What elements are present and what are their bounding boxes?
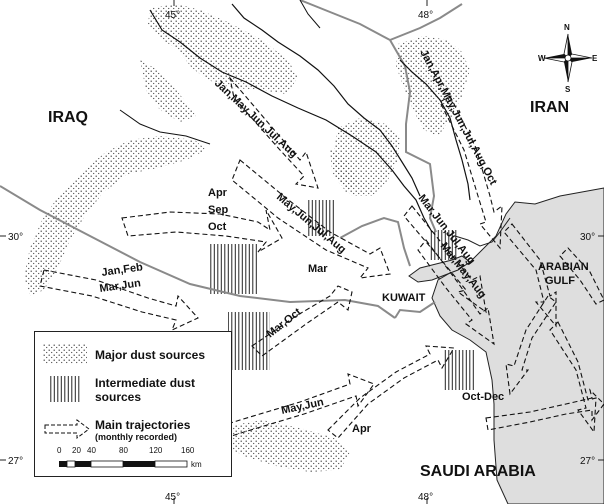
legend-major-label: Major dust sources xyxy=(95,348,206,362)
scale-unit: km xyxy=(191,460,202,469)
legend-trajectory-label: Main trajectories (monthly recorded) xyxy=(95,418,190,442)
arrow-mar-oct xyxy=(251,285,353,357)
arabian-gulf-sea xyxy=(431,187,604,504)
border-kuwait xyxy=(339,216,436,319)
dust-source-northwest xyxy=(140,60,196,122)
border-iraq-saudi xyxy=(0,185,396,319)
traj-label-12: Apr xyxy=(352,423,372,435)
coord-top-left: 45° xyxy=(165,10,180,21)
trajectory-arrows xyxy=(39,76,604,449)
arrow-may-aug-2 xyxy=(417,239,495,346)
traj-label-5b: Mar,Jun xyxy=(99,277,142,295)
dust-source-east xyxy=(396,36,470,136)
coord-top-right: 48° xyxy=(418,10,433,21)
river-tigris xyxy=(231,3,421,197)
legend-intermediate-line2: sources xyxy=(95,390,142,404)
scale-tick-80: 80 xyxy=(119,446,128,455)
arrow-apr xyxy=(327,345,455,439)
scale-tick-120: 120 xyxy=(149,446,163,455)
river-tributary xyxy=(119,0,321,145)
coord-right-27: 27° xyxy=(580,456,595,467)
traj-label-4: Mar xyxy=(308,263,328,275)
traj-label-5a: Jan,Feb xyxy=(101,261,144,279)
arrow-jan-feb xyxy=(39,269,199,332)
compass-s: S xyxy=(565,85,571,94)
arrow-gulf-4 xyxy=(559,247,604,305)
scale-tick-0: 0 xyxy=(57,446,62,455)
traj-label-6: Mar,Oct xyxy=(264,306,303,341)
arrow-gulf-2 xyxy=(505,295,557,396)
legend-trajectory-sub: (monthly recorded) xyxy=(95,432,178,442)
border-iran-north xyxy=(389,3,463,41)
traj-label-2c: Oct xyxy=(208,221,227,233)
scale-tick-160: 160 xyxy=(181,446,195,455)
intermediate-source-2 xyxy=(228,312,270,370)
legend-major-swatch xyxy=(43,344,87,364)
compass-e: E xyxy=(592,54,598,63)
label-iraq: IRAQ xyxy=(48,109,88,126)
compass-n: N xyxy=(564,23,570,32)
coast-north xyxy=(454,217,511,247)
legend-intermediate-swatch xyxy=(49,376,81,402)
dust-source-west xyxy=(24,136,206,296)
border-iraq-iran xyxy=(299,0,437,233)
label-saudi-arabia: SAUDI ARABIA xyxy=(420,463,536,480)
arrow-apr-sep-oct xyxy=(121,209,283,253)
traj-label-11: May,Jun xyxy=(280,396,325,417)
coord-left-27: 27° xyxy=(8,456,23,467)
legend: Major dust sources Intermediate dust sou… xyxy=(34,331,232,477)
kuwait-bay xyxy=(408,255,471,283)
arrow-may-jun xyxy=(189,373,375,449)
dust-source-south xyxy=(222,420,350,472)
arrow-north xyxy=(229,76,319,189)
arrow-gulf-1 xyxy=(503,223,557,328)
arrow-gulf-3 xyxy=(549,321,597,434)
dust-source-west-small xyxy=(330,148,360,192)
dust-source-north xyxy=(148,4,298,94)
legend-intermediate-line1: Intermediate dust xyxy=(95,376,196,390)
arrow-may-aug xyxy=(231,159,391,279)
coord-bottom-right: 48° xyxy=(418,492,433,503)
legend-intermediate-label: Intermediate dust sources xyxy=(95,376,195,404)
scale-tick-20: 20 xyxy=(72,446,81,455)
label-kuwait: KUWAIT xyxy=(382,292,426,304)
river-euphrates xyxy=(149,9,433,233)
label-gulf-2: GULF xyxy=(545,275,575,287)
arrow-iran xyxy=(439,95,503,250)
river-karun xyxy=(399,59,471,201)
arrow-mar-jun xyxy=(403,205,487,314)
intermediate-source-5 xyxy=(444,350,474,390)
intermediate-source-1 xyxy=(210,244,258,294)
compass-rose xyxy=(543,33,593,83)
arrow-oct-dec xyxy=(485,388,604,431)
scale-tick-40: 40 xyxy=(87,446,96,455)
scale-bar-graphic xyxy=(59,460,188,468)
compass-w: W xyxy=(538,54,546,63)
coord-bottom-left: 45° xyxy=(165,492,180,503)
coord-right-30: 30° xyxy=(580,232,595,243)
scale-bar: 0 20 40 80 120 160 km xyxy=(57,446,219,476)
legend-trajectory-title: Main trajectories xyxy=(95,418,191,432)
label-gulf-1: ARABIAN xyxy=(538,261,589,273)
coord-left-30: 30° xyxy=(8,232,23,243)
traj-label-2a: Apr xyxy=(208,187,228,199)
traj-label-2b: Sep xyxy=(208,204,228,216)
label-iran: IRAN xyxy=(530,99,569,116)
traj-label-10: Oct-Dec xyxy=(462,391,504,403)
legend-trajectory-swatch xyxy=(44,419,90,439)
